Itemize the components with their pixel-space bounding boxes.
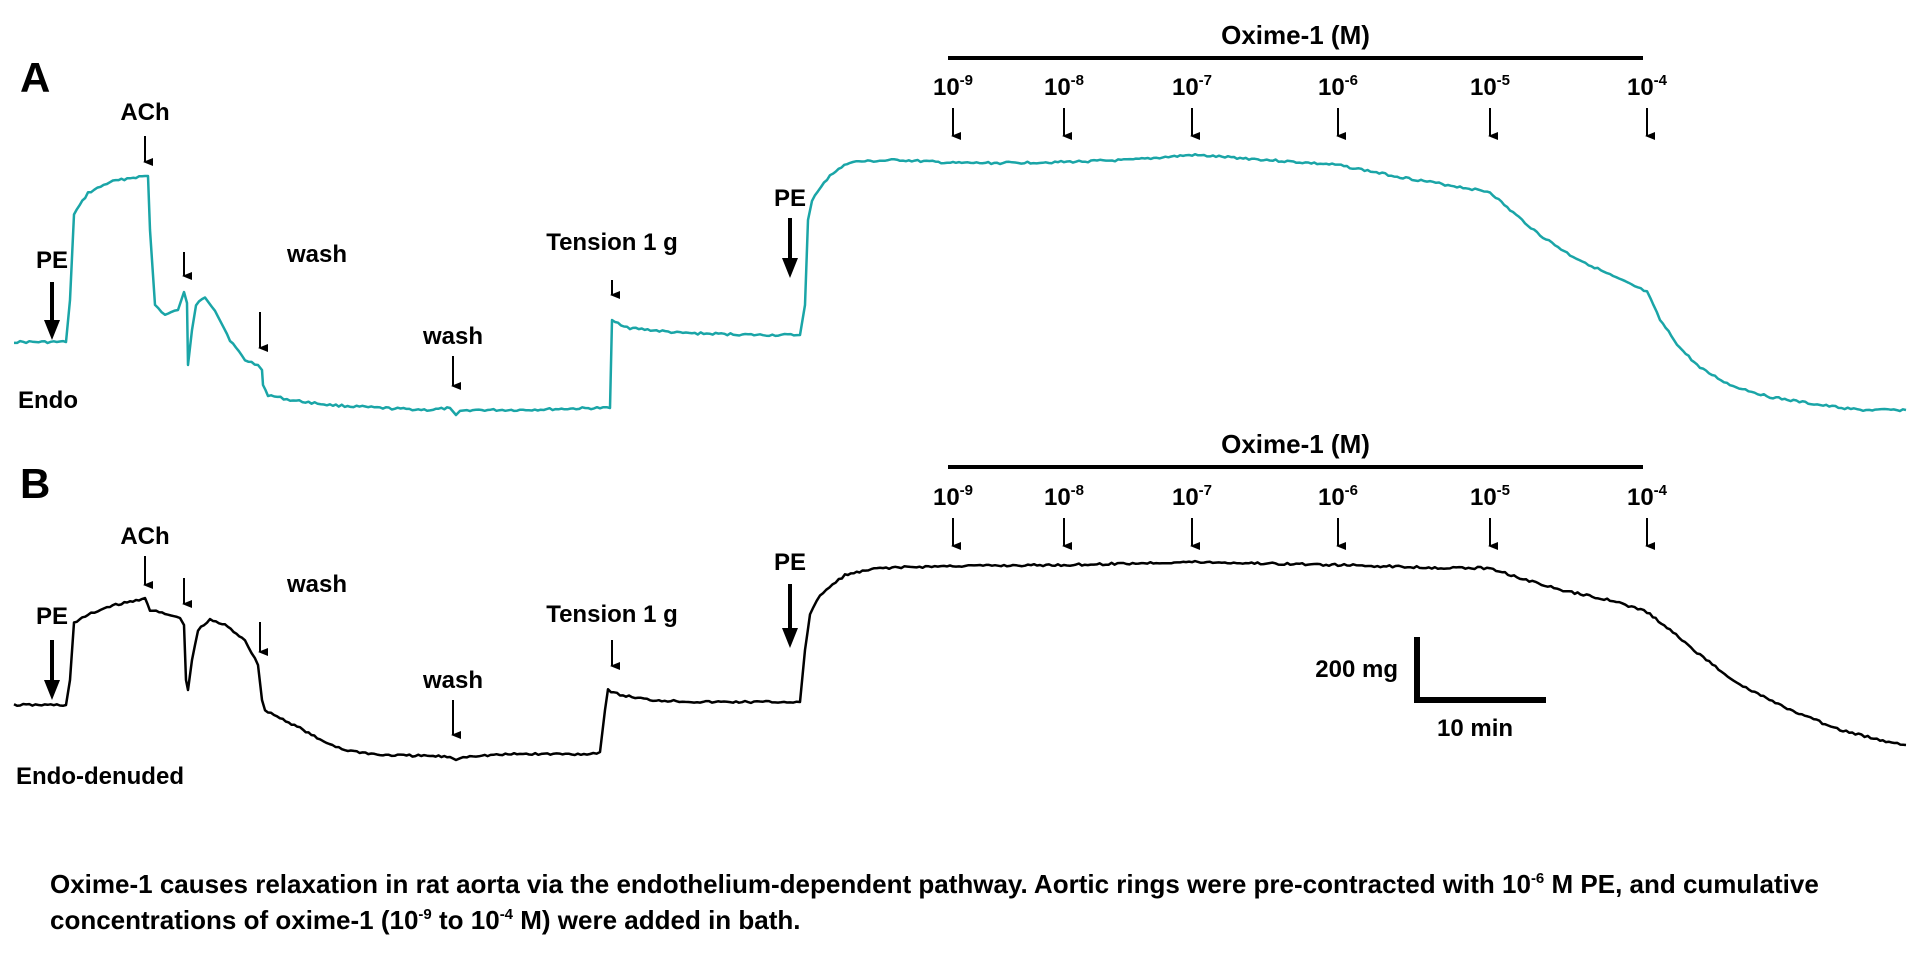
caption-text-2: M PE, and cumulative concentrations of o… [50,869,1819,935]
concentration-label: 10-7 [1172,72,1212,101]
concentration-label: 10-8 [1044,72,1084,101]
caption-superscript-2: -9 [418,906,432,923]
event-label: wash [422,323,483,350]
scale-bar: 200 mg 10 min [1315,637,1546,742]
event-arrowhead [782,628,798,648]
caption-text-1: Oxime-1 causes relaxation in rat aorta v… [50,869,1531,899]
tension-trace [13,559,1907,762]
panel-label: B [20,460,50,507]
event-label: PE [774,549,806,576]
panel-b: B Endo-denuded Oxime-1 (M) 10-9 10-8 10-7 10-6… [13,429,1907,790]
event-label: ACh [120,523,169,550]
event-label: ACh [120,99,169,126]
caption-text-3: to 10 [431,905,500,935]
event-label: PE [36,247,68,274]
oxime-bar-label: Oxime-1 (M) [1221,20,1370,50]
caption-text-4: M) were added in bath. [513,905,801,935]
concentration-label: 10-6 [1318,72,1358,101]
event-arrowhead [44,680,60,700]
event-label: Tension 1 g [546,229,678,256]
concentration-label: 10-5 [1470,482,1510,511]
concentration-label: 10-4 [1627,72,1668,101]
scale-bar-x-label: 10 min [1437,715,1513,742]
event-label: Tension 1 g [546,601,678,628]
event-label: wash [286,571,347,598]
panel-a: A Endo Oxime-1 (M) 10-9 10-8 10-7 10-6 10-5 10-4… [14,20,1907,417]
caption-superscript-1: -6 [1530,870,1545,887]
event-label: PE [36,603,68,630]
trace-label: Endo-denuded [16,763,184,790]
concentration-label: 10-6 [1318,482,1358,511]
concentration-label: 10-9 [933,482,973,511]
concentration-label: 10-4 [1627,482,1668,511]
tension-trace [14,152,1907,417]
event-label: PE [774,185,806,212]
event-label: wash [422,667,483,694]
concentration-label: 10-7 [1172,482,1212,511]
panel-label: A [20,54,50,101]
concentration-label: 10-8 [1044,482,1084,511]
concentration-label: 10-9 [933,72,973,101]
event-arrowhead [782,258,798,278]
figure-caption: Oxime-1 causes relaxation in rat aorta v… [50,866,1880,938]
oxime-bar-label: Oxime-1 (M) [1221,429,1370,459]
caption-superscript-3: -4 [499,906,514,923]
event-arrowhead [44,320,60,340]
trace-label: Endo [18,387,78,414]
scale-bar-y-label: 200 mg [1315,656,1398,683]
concentration-label: 10-5 [1470,72,1510,101]
event-label: wash [286,241,347,268]
